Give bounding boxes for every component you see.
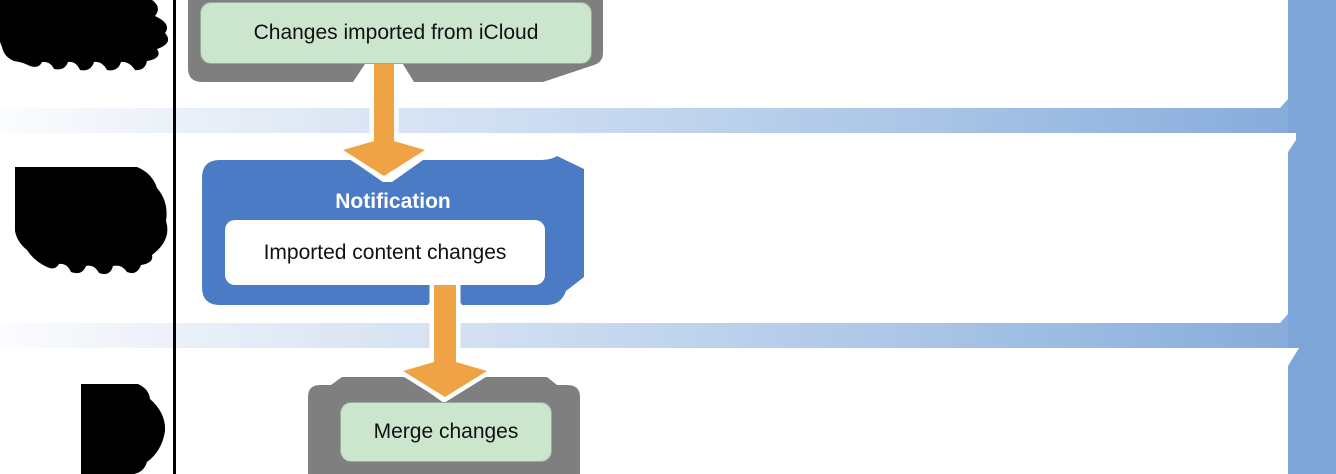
task-label-imported-changes: Changes imported from iCloud bbox=[253, 21, 539, 44]
notification-body-text: Imported content changes bbox=[263, 240, 507, 264]
band-junction-notch-top bbox=[1288, 133, 1296, 152]
swimlane-band-bottom bbox=[0, 323, 1292, 348]
band-junction-flare-top bbox=[1280, 99, 1288, 108]
task-box-imported-changes: Changes imported from iCloud bbox=[200, 2, 592, 64]
swimlane-band-top bbox=[0, 108, 1292, 133]
notification-title-text: Notification bbox=[335, 190, 451, 213]
lane-divider-line bbox=[173, 0, 176, 474]
redacted-label-1 bbox=[0, 0, 169, 71]
task-label-merge-changes: Merge changes bbox=[373, 420, 519, 443]
band-junction-notch-bottom bbox=[1288, 348, 1299, 366]
redacted-label-2 bbox=[15, 167, 168, 275]
notification-title: Notification bbox=[202, 180, 584, 224]
timeline-bar bbox=[1288, 0, 1336, 474]
notification-body-box: Imported content changes bbox=[225, 220, 545, 285]
task-box-merge-changes: Merge changes bbox=[340, 402, 552, 462]
band-junction-flare-bottom bbox=[1280, 314, 1288, 323]
redacted-label-3 bbox=[81, 384, 166, 474]
